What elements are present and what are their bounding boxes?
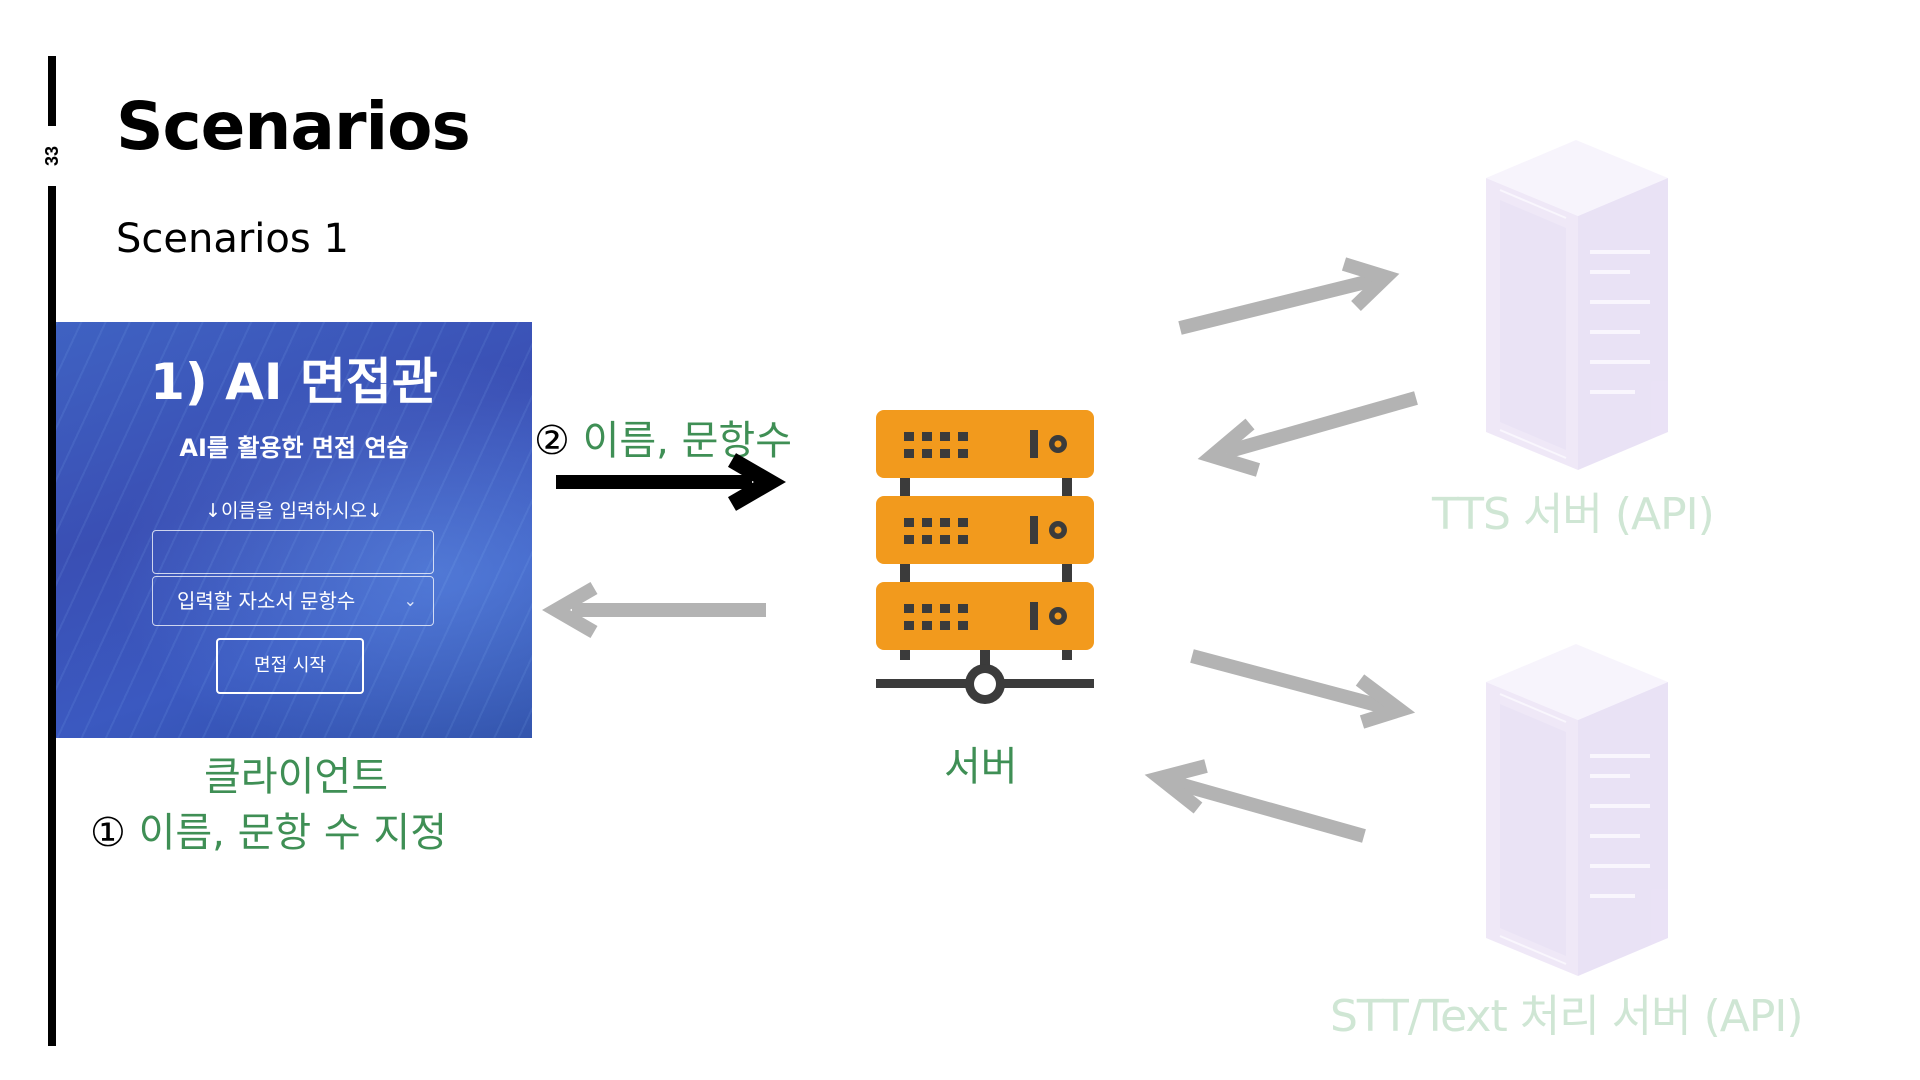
step1-marker: ① xyxy=(90,810,126,856)
stt-server-tower-icon xyxy=(1486,644,1668,976)
client-label: 클라이언트 xyxy=(204,754,388,800)
step1-label: ① 이름, 문항 수 지정 xyxy=(90,800,447,858)
chevron-down-icon: ⌄ xyxy=(403,591,417,610)
step1-text: 이름, 문항 수 지정 xyxy=(125,810,448,856)
server-label: 서버 xyxy=(944,744,1018,790)
start-interview-button[interactable]: 면접 시작 xyxy=(216,638,364,694)
accent-bar-bottom xyxy=(48,186,56,1046)
response-arrow xyxy=(542,581,766,639)
page-subtitle: Scenarios 1 xyxy=(116,216,349,262)
client-subheading: AI를 활용한 면접 연습 xyxy=(179,434,409,462)
stt-request-arrow xyxy=(1190,649,1416,729)
name-input[interactable] xyxy=(152,530,434,574)
server-rack-icon xyxy=(876,410,1094,704)
step2-text: 이름, 문항수 xyxy=(569,418,793,464)
request-arrow xyxy=(556,453,786,511)
page-title: Scenarios xyxy=(116,88,471,165)
client-screenshot: 1) AI 면접관 AI를 활용한 면접 연습 ↓이름을 입력하시오↓ 입력할 … xyxy=(56,322,532,738)
step2-label: ② 이름, 문항수 xyxy=(534,408,792,466)
name-prompt: ↓이름을 입력하시오↓ xyxy=(205,500,383,522)
tts-request-arrow xyxy=(1178,257,1400,335)
question-count-select[interactable]: 입력할 자소서 문항수 ⌄ xyxy=(152,576,434,626)
accent-bar-top xyxy=(48,56,56,126)
stt-response-arrow xyxy=(1144,759,1366,843)
stt-server-label: STT/Text 처리 서버 (API) xyxy=(1330,991,1804,1042)
tts-response-arrow xyxy=(1197,391,1418,477)
question-count-label: 입력할 자소서 문항수 xyxy=(177,589,356,613)
tts-server-label: TTS 서버 (API) xyxy=(1432,489,1715,540)
client-heading: 1) AI 면접관 xyxy=(150,353,438,411)
step2-marker: ② xyxy=(534,418,570,464)
tts-server-tower-icon xyxy=(1486,140,1668,470)
